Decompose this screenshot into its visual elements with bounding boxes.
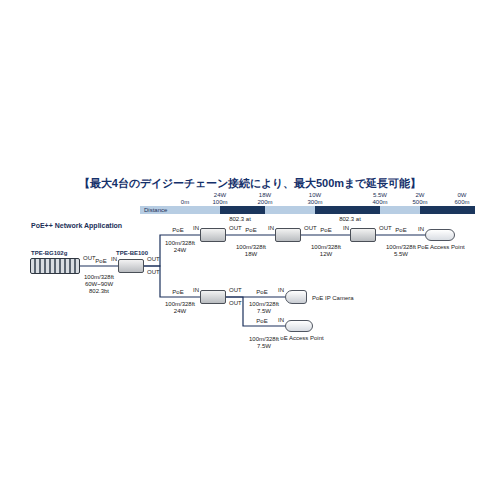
link-spec: 100m/328ft <box>164 240 196 247</box>
link-spec: 100m/328ft <box>310 244 342 251</box>
port-label: IN <box>278 287 284 294</box>
link-spec: 100m/328ft <box>248 336 280 343</box>
distance-label: 400m <box>371 199 388 206</box>
link-spec: 100m/328ft <box>385 244 417 251</box>
link-spec: 5.5W <box>393 251 409 258</box>
ip-camera: INPoE IP Camera <box>285 290 307 304</box>
distance-label: 0W <box>457 192 468 199</box>
poe-extender: TPE-BE100INOUTOUT <box>118 259 144 273</box>
poe-cable <box>144 266 200 297</box>
poe-cable <box>144 235 200 266</box>
port-label: IN <box>418 226 424 233</box>
link-spec: 802.3bt <box>88 288 110 295</box>
link-label: PoE <box>94 258 107 265</box>
link-spec: 802.3 at <box>228 216 252 223</box>
poe-cable <box>80 265 118 266</box>
port-label: OUT <box>379 225 392 232</box>
model-name: TPE-BG102g <box>31 250 67 257</box>
poe-cable <box>301 234 350 235</box>
port-label: PoE Access Point <box>417 244 464 251</box>
bar-segment <box>265 206 315 214</box>
model-name: TPE-BE100 <box>116 250 148 257</box>
port-label: IN <box>193 287 199 294</box>
distance-label: 18W <box>258 192 272 199</box>
port-label: OUT <box>304 225 317 232</box>
port-label: PoE Access Point <box>276 335 323 342</box>
distance-label: 100m <box>211 199 228 206</box>
link-spec: 60W~90W <box>84 281 114 288</box>
link-label: PoE <box>255 318 268 325</box>
link-label: PoE <box>255 289 268 296</box>
access-point: INPoE Access Point <box>425 229 455 241</box>
title: 【最大4台のデイジーチェーン接続により、最大500mまで延長可能】 <box>0 176 500 191</box>
link-label: PoE <box>394 227 407 234</box>
poe-extender: INOUTOUT <box>200 290 226 304</box>
link-spec: 100m/328ft <box>248 301 280 308</box>
link-spec: 24W <box>173 308 187 315</box>
port-label: IN <box>343 225 349 232</box>
port-label: OUT <box>147 269 160 276</box>
link-spec: 100m/328ft <box>235 244 267 251</box>
link-spec: 18W <box>244 251 258 258</box>
poe-extender: INOUT <box>200 228 226 242</box>
distance-label: 10W <box>308 192 322 199</box>
poe-cable <box>226 234 275 235</box>
link-spec: 802.3 at <box>338 216 362 223</box>
distance-label: 2W <box>415 192 426 199</box>
link-spec: 7.5W <box>256 308 272 315</box>
distance-label: 300m <box>306 199 323 206</box>
port-label: OUT <box>229 300 242 307</box>
bar-segment <box>140 206 220 214</box>
poe-switch: TPE-BG102gOUT <box>30 258 80 274</box>
link-label: PoE <box>171 289 184 296</box>
link-spec: 100m/328ft <box>83 274 115 281</box>
link-label: PoE <box>171 227 184 234</box>
distance-label: 0m <box>180 199 190 206</box>
link-label: PoE <box>244 227 257 234</box>
port-label: IN <box>278 317 284 324</box>
bar-segment <box>380 206 420 214</box>
port-label: IN <box>268 225 274 232</box>
link-spec: 100m/328ft <box>164 301 196 308</box>
section-heading: PoE++ Network Application <box>30 222 123 230</box>
distance-label: 500m <box>411 199 428 206</box>
distance-label: 5.5W <box>372 192 388 199</box>
poe-extender: INOUT <box>275 228 301 242</box>
distance-label: 200m <box>256 199 273 206</box>
port-label: OUT <box>229 287 242 294</box>
poe-cable <box>376 234 425 235</box>
bar-segment <box>315 206 380 214</box>
link-spec: 12W <box>319 251 333 258</box>
port-label: IN <box>111 256 117 263</box>
distance-label: 600m <box>453 199 470 206</box>
bar-segment <box>220 206 265 214</box>
distance-label: Distance <box>143 207 168 214</box>
link-spec: 24W <box>173 247 187 254</box>
bar-segment <box>420 206 475 214</box>
poe-cable <box>226 297 285 326</box>
port-label: OUT <box>147 256 160 263</box>
link-spec: 7.5W <box>256 343 272 350</box>
poe-extender: INOUT <box>350 228 376 242</box>
access-point: INPoE Access Point <box>285 320 313 332</box>
distance-label: 24W <box>213 192 227 199</box>
port-label: OUT <box>229 225 242 232</box>
port-label: IN <box>193 225 199 232</box>
link-label: PoE <box>319 227 332 234</box>
port-label: PoE IP Camera <box>312 295 354 302</box>
